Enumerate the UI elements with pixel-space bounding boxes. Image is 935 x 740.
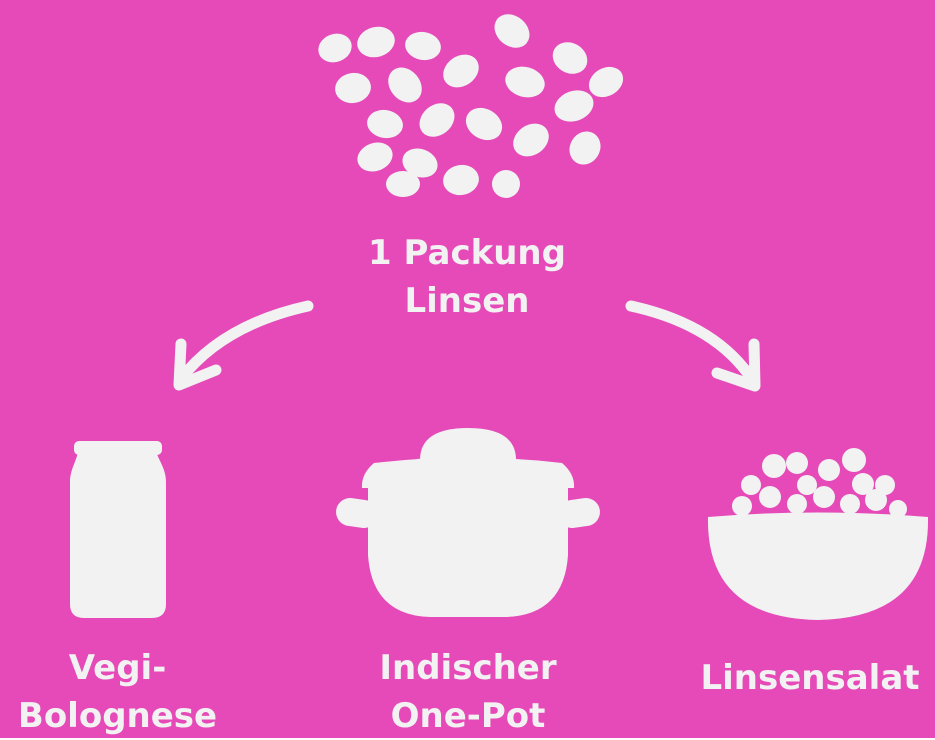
- output-label-one-pot: Indischer One-Pot: [318, 644, 618, 740]
- output-label-line2: One-Pot: [390, 696, 546, 736]
- lentils-icon: [318, 14, 624, 198]
- arrow-left: [173, 300, 314, 391]
- output-label-line1: Vegi-: [68, 648, 167, 688]
- output-label-line2: Bolognese: [17, 696, 218, 736]
- output-label-line1: Linsensalat: [700, 658, 920, 698]
- source-label-line2: Linsen: [404, 281, 530, 321]
- salad-bowl-icon: [707, 448, 929, 620]
- cooking-pot-icon: [336, 428, 600, 617]
- source-label: 1 Packung Linsen: [317, 229, 617, 325]
- jar-icon: [70, 441, 166, 618]
- output-label-bolognese: Vegi- Bolognese: [0, 644, 235, 740]
- arrow-right: [625, 300, 761, 392]
- output-label-salad: Linsensalat: [690, 654, 930, 702]
- output-label-line1: Indischer: [379, 648, 557, 688]
- source-label-line1: 1 Packung: [368, 233, 566, 273]
